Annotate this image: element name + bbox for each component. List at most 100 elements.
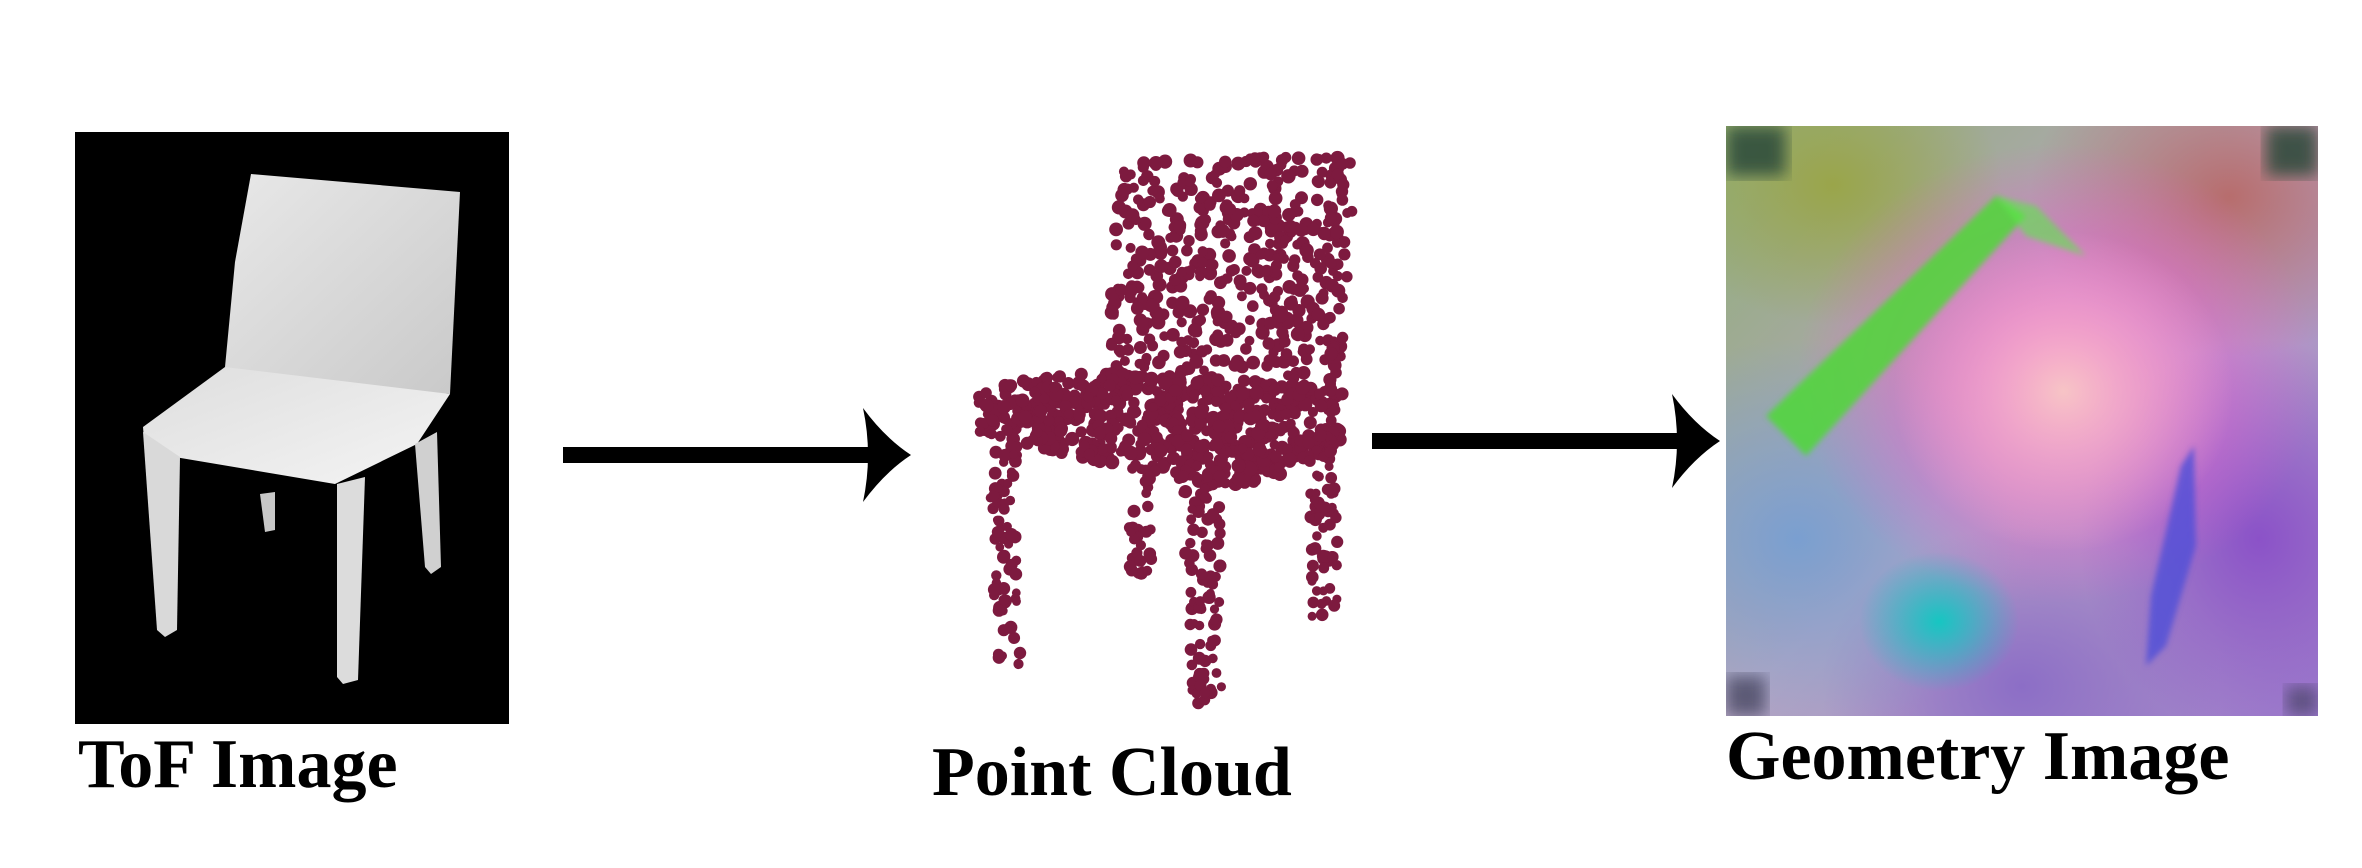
point-cloud-dot [1004, 539, 1014, 549]
point-cloud-dot [1258, 151, 1270, 163]
point-cloud-dot [1241, 265, 1252, 276]
point-cloud-dot [1166, 328, 1180, 342]
point-cloud-dot [1005, 440, 1018, 452]
point-cloud-dot [1244, 315, 1255, 326]
point-cloud-dot [991, 526, 1004, 538]
point-cloud-dot [1280, 348, 1293, 360]
tof-image-label: ToF Image [78, 726, 398, 803]
point-cloud-dot [1189, 354, 1204, 369]
point-cloud-dot [1072, 407, 1086, 421]
point-cloud-dot [1147, 185, 1158, 196]
point-cloud-dot [1130, 301, 1144, 315]
point-cloud-dot [1325, 415, 1337, 426]
point-cloud-dot [1195, 271, 1205, 282]
point-cloud-dot [1306, 559, 1319, 572]
point-cloud-dot [1243, 177, 1257, 191]
point-cloud-dot [1315, 608, 1329, 622]
point-cloud-dot [1220, 402, 1233, 415]
point-cloud-dot [1319, 227, 1331, 239]
point-cloud-dot [1325, 257, 1337, 269]
right-arrow-icon [1372, 394, 1720, 488]
point-cloud-dot [1209, 604, 1220, 614]
point-cloud-dot [1228, 358, 1242, 372]
point-cloud-dot [1203, 451, 1214, 462]
point-cloud-dot [1291, 151, 1306, 165]
point-cloud-dot [1295, 164, 1309, 178]
point-cloud-dot [1307, 596, 1320, 609]
geometry-texture-icon [1726, 126, 2318, 716]
point-cloud-dot [1117, 182, 1132, 197]
point-cloud-dot [1185, 265, 1196, 276]
point-cloud-dot [1213, 518, 1226, 530]
point-cloud-dot [1329, 224, 1344, 240]
point-cloud-dot [1175, 295, 1190, 310]
point-cloud-dot [1304, 455, 1316, 467]
point-cloud-dot [1211, 668, 1222, 678]
point-cloud-dot [1252, 442, 1267, 457]
point-cloud-dot [1256, 283, 1268, 295]
point-cloud-dot [1290, 327, 1305, 342]
point-cloud-dot [1245, 253, 1260, 268]
point-cloud-dot [1179, 546, 1193, 560]
point-cloud-dot [1143, 228, 1155, 241]
point-cloud-dot [1133, 341, 1147, 354]
point-cloud-dot [1211, 373, 1225, 387]
point-cloud-dot [1240, 343, 1252, 355]
point-cloud-dot [1308, 542, 1322, 555]
point-cloud-dot [1295, 380, 1310, 395]
point-cloud-dot [1056, 442, 1069, 456]
point-cloud-dot [1145, 298, 1160, 313]
arrow-pointcloud-to-geometry [1372, 386, 1722, 496]
point-cloud-dot [1292, 270, 1303, 281]
point-cloud-dot [1262, 337, 1275, 350]
point-cloud-dot [1201, 344, 1213, 355]
point-cloud-dot [1004, 528, 1018, 541]
point-cloud-dot [1166, 244, 1179, 257]
point-cloud-dot [1142, 471, 1156, 486]
point-cloud-dot [1075, 426, 1087, 438]
point-cloud-dot [1300, 353, 1313, 366]
point-cloud-dot [1187, 323, 1202, 338]
point-cloud-dot [1336, 158, 1349, 170]
point-cloud-dot [1116, 376, 1127, 387]
point-cloud-dot [1194, 638, 1206, 650]
point-cloud-dot [1214, 527, 1226, 539]
point-cloud-dot [1318, 288, 1329, 299]
point-cloud-dot [1148, 156, 1163, 170]
point-cloud-dot [1280, 408, 1292, 420]
point-cloud-dot [1143, 333, 1156, 346]
point-cloud-dot [1314, 399, 1328, 413]
point-cloud-dot [1299, 243, 1314, 258]
point-cloud-dot [1217, 354, 1231, 367]
point-cloud-dot [1154, 444, 1168, 458]
point-cloud-dot [1193, 201, 1206, 214]
point-cloud-dot [1341, 271, 1353, 283]
point-cloud-dot [1304, 344, 1315, 355]
point-cloud-dot [1137, 175, 1149, 186]
point-cloud-dot [1194, 228, 1208, 242]
point-cloud-dot [1181, 244, 1193, 257]
point-cloud-dot [1109, 310, 1119, 320]
point-cloud-dot [1143, 195, 1156, 209]
point-cloud-dot [1191, 460, 1203, 472]
point-cloud-dot [1184, 557, 1195, 569]
point-cloud-dot [1273, 462, 1285, 473]
point-cloud-dot [1189, 389, 1200, 400]
point-cloud-dot [1205, 259, 1218, 271]
point-cloud-dot [1199, 491, 1211, 503]
point-cloud-dot [1144, 371, 1159, 386]
point-cloud-dot [1190, 376, 1204, 390]
point-cloud-dot [1124, 446, 1138, 461]
point-cloud-dot [1246, 355, 1260, 370]
point-cloud-dot [1194, 193, 1206, 204]
point-cloud-dot [1135, 245, 1150, 260]
point-cloud-dot [1180, 443, 1193, 456]
point-cloud-dot [987, 583, 1001, 596]
point-cloud-dot [1103, 379, 1116, 392]
point-cloud-dot [1292, 239, 1303, 250]
point-cloud-dot [1220, 310, 1233, 323]
point-cloud-dot [1209, 615, 1219, 625]
point-cloud-dot [1336, 331, 1349, 344]
point-cloud-dot [1269, 439, 1280, 450]
point-cloud-dot [1104, 454, 1120, 470]
